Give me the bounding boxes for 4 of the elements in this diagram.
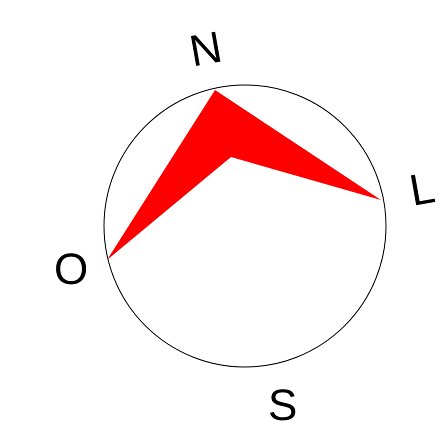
direction-label: N (186, 26, 226, 74)
direction-label: O (54, 248, 88, 292)
direction-label: S (268, 384, 298, 428)
direction-label: L (406, 166, 438, 214)
